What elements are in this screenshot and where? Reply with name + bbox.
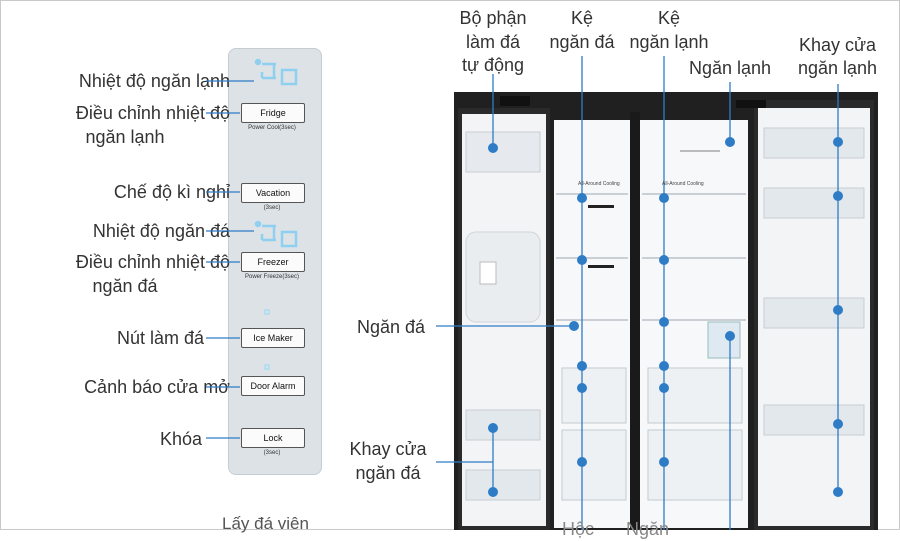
- label-ice-maker: Nút làm đá: [116, 328, 204, 348]
- fridge-drawer-1: [647, 367, 743, 424]
- label-fridge-adjust-1: Điều chỉnh nhiệt độ: [75, 103, 230, 123]
- label-lock: Khóa: [159, 429, 202, 449]
- shelf-text-freezer: All-Around Cooling: [578, 181, 620, 187]
- label-fridge-shelf-2: ngăn lạnh: [629, 32, 709, 52]
- freezer-drawer-1: [561, 367, 627, 424]
- door-alarm-button[interactable]: Door Alarm: [241, 376, 305, 396]
- dispenser-chute: [465, 231, 541, 323]
- fridge-button[interactable]: Fridge: [241, 103, 305, 123]
- label-fridge-adjust-2: ngăn lạnh: [85, 127, 165, 147]
- label-bottom-cut-a: Hộc: [562, 519, 595, 539]
- label-ice-maker-1: Bộ phận: [459, 8, 527, 28]
- label-freezer-door-2: ngăn đá: [355, 463, 421, 483]
- label-freezer-temperature: Nhiệt độ ngăn đá: [92, 221, 230, 241]
- lock-button[interactable]: Lock: [241, 428, 305, 448]
- dispenser-unit: [465, 131, 541, 173]
- label-freezer-compartment: Ngăn đá: [357, 317, 426, 337]
- label-freezer-shelf-2: ngăn đá: [549, 32, 615, 52]
- freezer-door-bin-1: [465, 409, 541, 441]
- freezer-drawer-2: [561, 429, 627, 501]
- label-fridge-shelf-1: Kệ: [657, 8, 681, 28]
- freezer-button-sub: Power Freeze(3sec): [244, 274, 300, 280]
- label-fridge-door-2: ngăn lạnh: [797, 58, 878, 78]
- label-fridge-temperature: Nhiệt độ ngăn lạnh: [78, 71, 230, 91]
- lock-button-sub: (3sec): [263, 450, 281, 456]
- fridge-door-bin-4: [763, 404, 865, 436]
- fridge-door-bin-1: [763, 127, 865, 159]
- label-freezer-adjust-2: ngăn đá: [92, 276, 158, 296]
- label-vacation: Chế độ kì nghỉ: [113, 182, 230, 202]
- label-ice-maker-2: làm đá: [465, 32, 521, 52]
- freezer-temperature-display-icon: [254, 220, 298, 248]
- ice-indicator-icons: [264, 309, 270, 370]
- fridge-temperature-display-icon: [254, 58, 298, 86]
- label-freezer-shelf-1: Kệ: [570, 8, 594, 28]
- vacation-button[interactable]: Vacation: [241, 183, 305, 203]
- water-tank: [707, 321, 741, 359]
- freezer-button[interactable]: Freezer: [241, 252, 305, 272]
- ice-maker-button[interactable]: Ice Maker: [241, 328, 305, 348]
- freezer-door-bin-2: [465, 469, 541, 501]
- label-freezer-door-1: Khay cửa: [349, 439, 427, 459]
- label-fridge-door-1: Khay cửa: [798, 35, 877, 55]
- label-bottom-cut: Lấy đá viên: [222, 514, 309, 533]
- shelf-text-fridge: All-Around Cooling: [662, 181, 704, 187]
- callout-dots: [488, 137, 843, 497]
- vacation-button-sub: (3sec): [263, 205, 281, 211]
- label-fridge-compartment: Ngăn lạnh: [688, 58, 772, 78]
- panel-display-icons: [254, 58, 298, 370]
- refrigerator-illustration: [436, 56, 878, 530]
- label-bottom-cut-b: Ngăn: [626, 519, 670, 539]
- fridge-button-sub: Power Cool(3sec): [248, 125, 296, 131]
- fridge-door-bin-3: [763, 297, 865, 329]
- fridge-door-bin-2: [763, 187, 865, 219]
- label-ice-maker-3: tự động: [461, 55, 525, 75]
- label-freezer-adjust-1: Điều chỉnh nhiệt độ: [75, 252, 230, 272]
- label-door-alarm: Cảnh báo cửa mở: [84, 377, 230, 397]
- panel-leader-lines: [206, 80, 254, 439]
